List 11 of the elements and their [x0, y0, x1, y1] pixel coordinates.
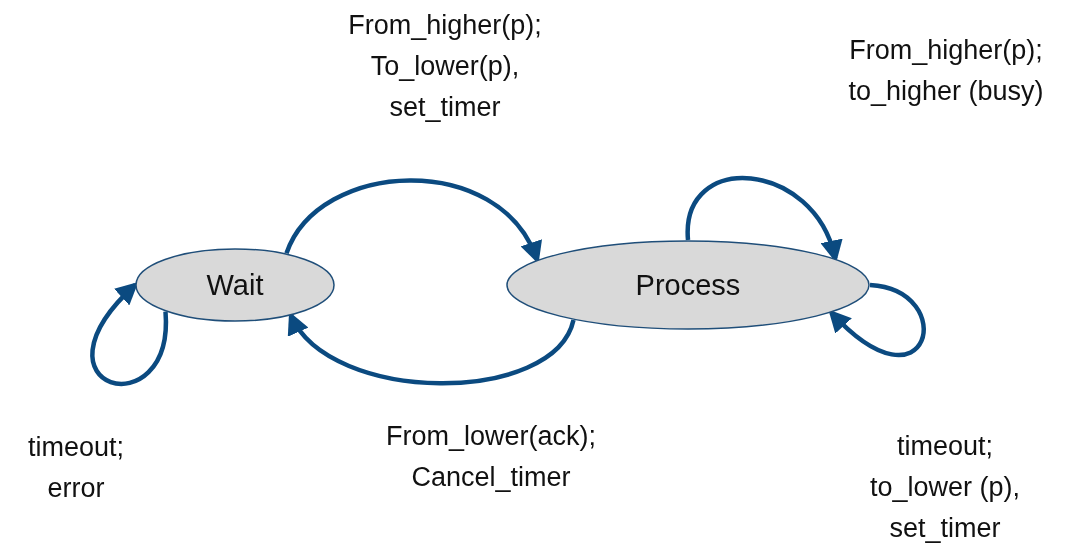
edge-label: timeout; error — [26, 431, 125, 505]
state-name: Wait — [206, 268, 264, 302]
state-name: Process — [635, 268, 741, 302]
arrow — [828, 282, 926, 357]
edge-label: From_higher(p); To_lower(p), set_timer — [347, 9, 543, 124]
state-ellipse — [135, 248, 335, 322]
edge-label: From_lower(ack); Cancel_timer — [385, 420, 597, 494]
state-ellipse — [506, 240, 870, 330]
edge-label: timeout; to_lower (p), set_timer — [868, 430, 1022, 545]
edge-label: From_higher(p); to_higher (busy) — [847, 34, 1045, 108]
arrow — [90, 281, 168, 386]
